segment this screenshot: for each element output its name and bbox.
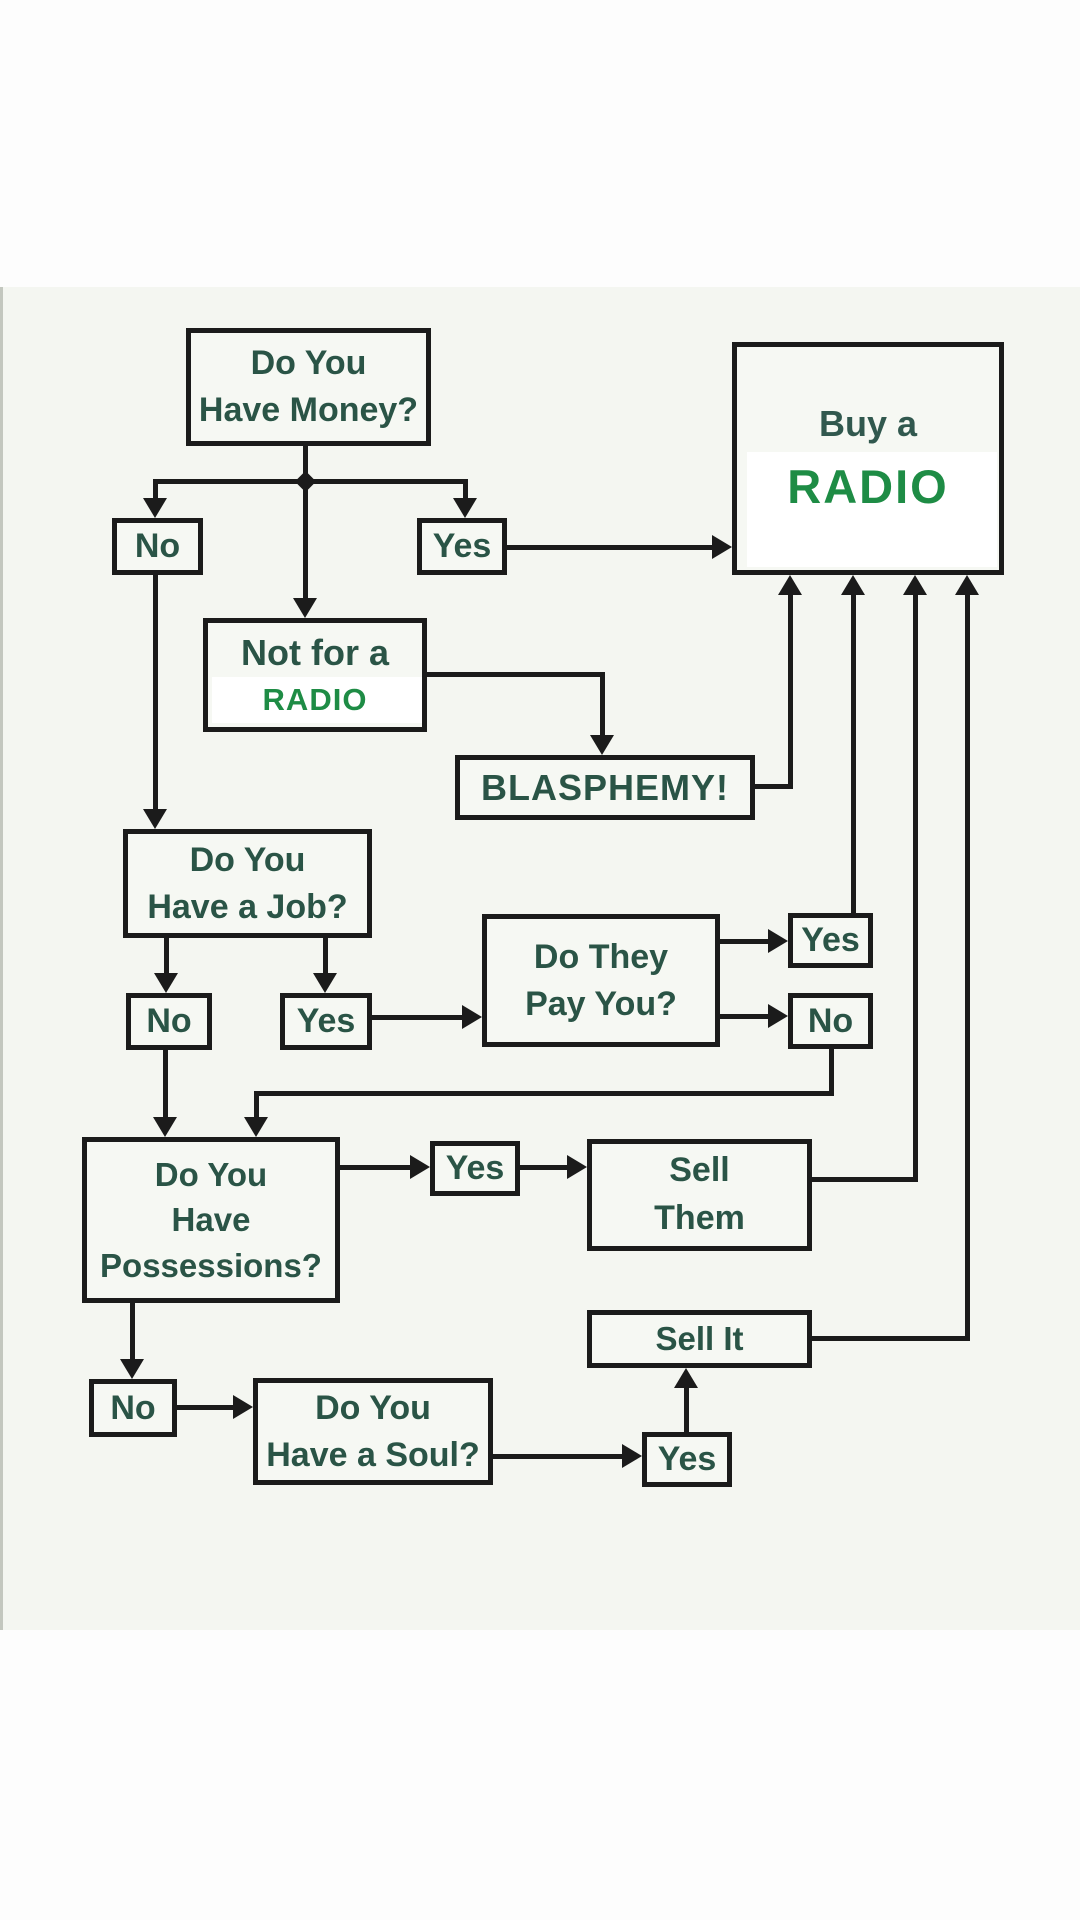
node-soul-question: Do You Have a Soul?: [253, 1378, 493, 1485]
edge-job-to-yes: [323, 938, 328, 973]
node-job-no: No: [126, 993, 212, 1050]
node-possessions-question: Do You Have Possessions?: [82, 1137, 340, 1303]
node-money-yes: Yes: [417, 518, 507, 575]
edge-soul-to-yes: [493, 1454, 622, 1459]
arrow-payno-into-poss: [244, 1117, 268, 1137]
node-soul-yes: Yes: [642, 1432, 732, 1487]
edge-pay-to-no: [720, 1014, 768, 1019]
arrow-sellthem-into-buyradio: [903, 575, 927, 595]
edge-sellthem-right: [812, 1177, 918, 1182]
edge-blasphemy-right: [755, 784, 793, 789]
edge-notfor-right: [427, 672, 605, 677]
node-buy-radio: Buy a RADIO: [732, 342, 1004, 575]
white-patch-not-for: [212, 677, 422, 723]
arrow-into-pay-no: [768, 1004, 788, 1028]
arrow-into-money-no: [143, 498, 167, 518]
arrow-into-poss-yes: [410, 1155, 430, 1179]
arrow-jobno-into-poss: [153, 1117, 177, 1137]
edge-poss-to-no: [130, 1303, 135, 1359]
node-poss-yes: Yes: [430, 1141, 520, 1196]
arrow-into-blasphemy: [590, 735, 614, 755]
arrow-into-sellthem: [567, 1155, 587, 1179]
edge-branch-to-yes: [463, 481, 468, 498]
edge-moneyno-to-job: [153, 575, 158, 809]
label-radio-small: RADIO: [262, 682, 368, 717]
arrow-into-pay-yes: [768, 929, 788, 953]
arrow-sellit-into-buyradio: [955, 575, 979, 595]
edge-payyes-up: [851, 595, 856, 913]
edge-payno-down: [829, 1049, 834, 1096]
label-not-for-a: Not for a: [241, 632, 389, 673]
node-blasphemy: BLASPHEMY!: [455, 755, 755, 820]
edge-sellthem-up: [913, 595, 918, 1182]
node-poss-no: No: [89, 1379, 177, 1437]
edge-possyes-to-sellthem: [520, 1165, 567, 1170]
white-patch-buy-radio: [747, 452, 997, 567]
node-money-question: Do You Have Money?: [186, 328, 431, 446]
arrow-into-notfor: [293, 598, 317, 618]
node-pay-question: Do They Pay You?: [482, 914, 720, 1047]
node-sell-it: Sell It: [587, 1310, 812, 1368]
arrow-into-job: [143, 809, 167, 829]
edge-blasphemy-up: [788, 595, 793, 789]
node-money-no: No: [112, 518, 203, 575]
node-job-question: Do You Have a Job?: [123, 829, 372, 938]
edge-sellit-right: [812, 1336, 970, 1341]
edge-branch-to-notfor: [303, 481, 308, 598]
label-buy-a: Buy a: [818, 403, 918, 444]
node-pay-no: No: [788, 993, 873, 1049]
arrow-into-money-yes: [453, 498, 477, 518]
edge-job-to-no: [164, 938, 169, 973]
arrow-into-buyradio-left: [712, 535, 732, 559]
edge-yes-to-buyradio: [507, 545, 712, 550]
edge-payno-to-poss: [254, 1091, 259, 1117]
arrow-into-poss-no: [120, 1359, 144, 1379]
left-edge-artifact: [0, 287, 3, 1630]
arrow-soulyes-into-sellit: [674, 1368, 698, 1388]
label-radio-big: RADIO: [787, 460, 949, 513]
edge-branch-to-no: [153, 481, 158, 498]
edge-money-down: [303, 446, 308, 483]
node-job-yes: Yes: [280, 993, 372, 1050]
edge-jobno-to-poss: [163, 1050, 168, 1117]
edge-possno-to-soul: [177, 1405, 233, 1410]
edge-notfor-down: [600, 672, 605, 735]
arrow-into-job-no: [154, 973, 178, 993]
edge-jobyes-to-pay: [372, 1015, 462, 1020]
arrow-into-soul: [233, 1395, 253, 1419]
arrow-into-soul-yes: [622, 1444, 642, 1468]
arrow-into-pay: [462, 1005, 482, 1029]
edge-soulyes-up: [684, 1388, 689, 1432]
node-sell-them: Sell Them: [587, 1139, 812, 1251]
edge-poss-to-yes: [340, 1165, 410, 1170]
arrow-into-job-yes: [313, 973, 337, 993]
node-pay-yes: Yes: [788, 913, 873, 968]
edge-pay-to-yes: [720, 939, 768, 944]
edge-payno-left: [254, 1091, 834, 1096]
node-not-for-radio: Not for a RADIO: [203, 618, 427, 732]
arrow-blasphemy-into-buyradio: [778, 575, 802, 595]
arrow-payyes-into-buyradio: [841, 575, 865, 595]
edge-sellit-up: [965, 595, 970, 1341]
